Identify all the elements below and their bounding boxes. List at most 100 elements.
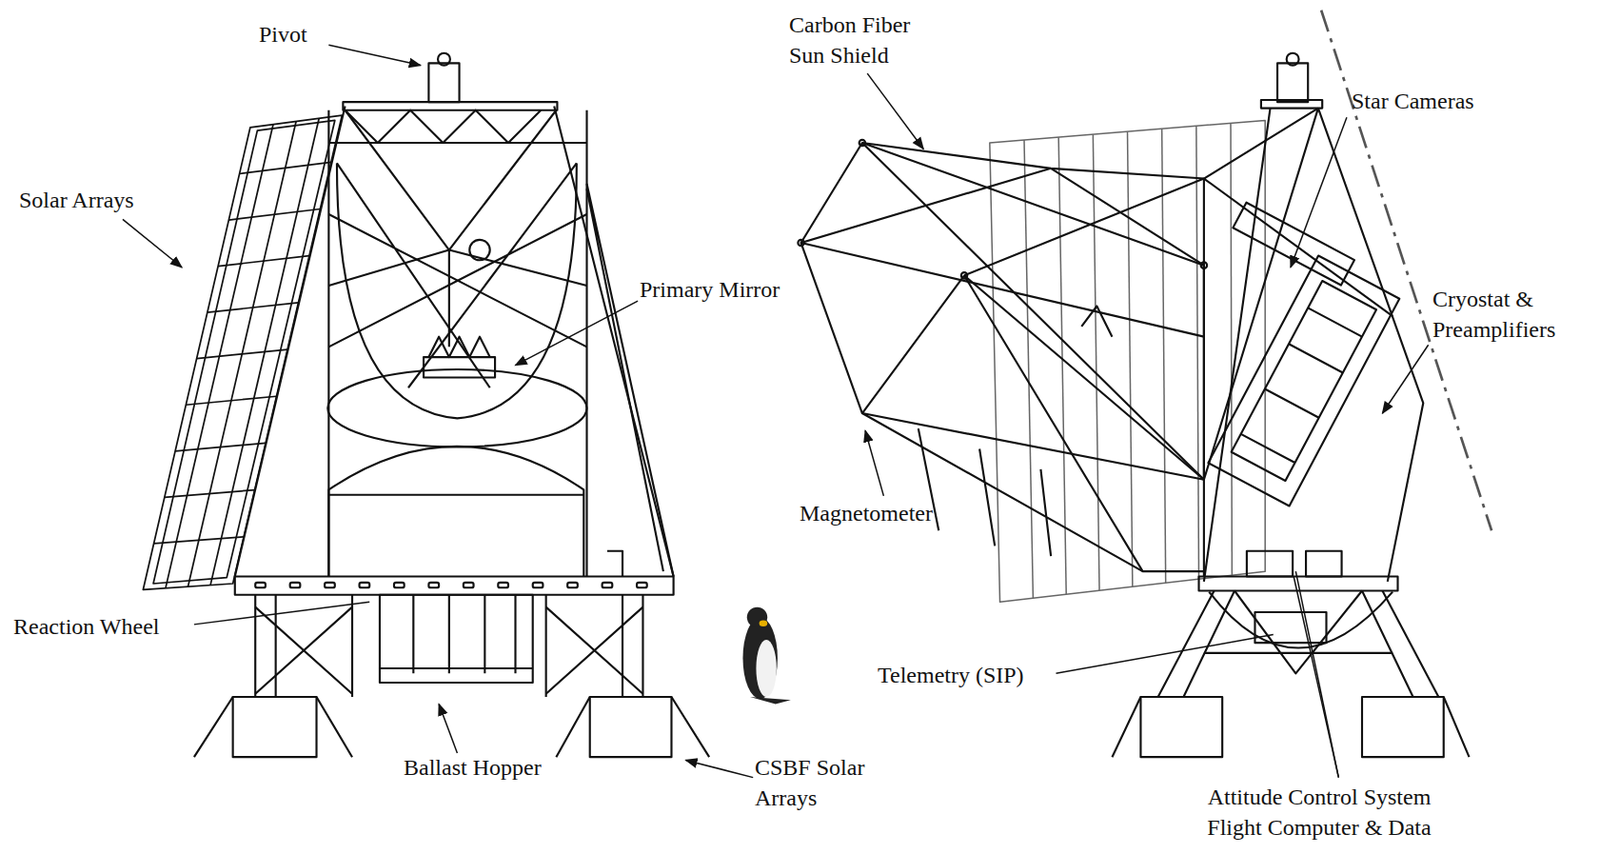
leader-lines-part: [438, 703, 457, 752]
leader-lines-part: [685, 759, 753, 777]
left-platform-part-part: [533, 582, 544, 588]
sun-shield-part: [961, 272, 968, 278]
sun-shield: [797, 139, 1207, 572]
right-solar-array-part-part: [1127, 131, 1133, 587]
left-platform-part-part: [497, 582, 509, 588]
right-solar-array-part-part: [1092, 134, 1100, 591]
telescope-assembly-part: [1081, 306, 1112, 337]
leader-lines-part: [1382, 344, 1428, 414]
telescope-assembly: [1081, 202, 1400, 507]
right-platform-part: [1208, 592, 1393, 649]
part-label: Star Cameras: [1351, 85, 1475, 117]
left-legs-part: [255, 594, 643, 697]
left-cryostat-housing-part: [607, 551, 623, 577]
left-gondola-frame-part: [437, 53, 451, 66]
primary-mirror: [327, 162, 587, 447]
left-platform-part-part: [255, 582, 266, 588]
part-label: Reaction Wheel: [13, 611, 160, 642]
right-platform-part: [1254, 612, 1326, 643]
csbf-solar-arrays-part: [590, 696, 672, 757]
right-csbf-boxes: [1111, 696, 1469, 757]
left-gondola-frame-part: [342, 101, 557, 111]
part-label: CSBF Solar Arrays: [754, 751, 898, 813]
part-label: Carbon Fiber Sun Shield: [789, 9, 932, 71]
left-gondola-frame-part: [328, 110, 587, 577]
penguin-figure-part: [759, 620, 769, 627]
left-platform-part-part: [428, 582, 439, 588]
right-solar-array-part-part: [1230, 122, 1232, 575]
leader-lines-part: [194, 601, 370, 625]
left-solar-array-part-part: [210, 118, 319, 585]
left-cryostat-housing-part: [328, 446, 584, 577]
right-platform-part: [1158, 591, 1440, 697]
part-label: Pivot: [258, 19, 308, 50]
right-gondola-frame-part: [1277, 62, 1308, 102]
left-solar-array-part: [153, 119, 336, 584]
left-cryostat-housing: [328, 446, 623, 577]
left-legs-part: [379, 594, 534, 683]
part-label: Primary Mirror: [639, 274, 780, 305]
penguin-figure-part: [755, 639, 776, 697]
left-solar-array-part: [154, 118, 332, 589]
csbf-solar-arrays-part: [194, 696, 710, 757]
primary-mirror-part: [423, 356, 495, 377]
left-platform-part-part: [359, 582, 371, 588]
part-label: Cryostat & Preamplifiers: [1432, 283, 1590, 345]
leader-lines-part: [515, 300, 639, 366]
left-solar-array-part-part: [165, 124, 274, 589]
left-cryostat-housing-part: [328, 493, 584, 496]
left-platform-part-part: [290, 582, 301, 588]
left-gondola-frame-part: [428, 62, 459, 102]
left-platform-part-part: [602, 582, 613, 588]
axis-line: [1321, 10, 1492, 532]
right-gondola-frame-part: [1203, 178, 1205, 577]
leader-lines-part: [1290, 117, 1347, 268]
right-solar-array-part-part: [1196, 125, 1200, 579]
left-gondola-frame-part: [235, 105, 674, 576]
right-platform-part: [1305, 551, 1343, 577]
left-gondola-frame-part: [345, 110, 558, 143]
penguin-figure-part: [750, 696, 791, 705]
left-platform-part-part: [324, 582, 336, 588]
right-gondola-frame-part: [1204, 108, 1423, 582]
left-legs-part: [352, 594, 547, 697]
left-platform-part-part: [636, 582, 648, 588]
leader-lines-part: [1293, 576, 1339, 778]
penguin-figure: [742, 607, 791, 705]
right-platform-part: [1246, 551, 1293, 577]
right-csbf-boxes-part: [1111, 696, 1469, 757]
primary-mirror-part: [327, 369, 587, 447]
left-platform-part: [235, 576, 674, 595]
left-gondola-frame-part: [328, 110, 587, 348]
right-gondola-frame: [1204, 53, 1423, 582]
primary-mirror-part: [336, 162, 577, 418]
left-solar-array-part: [142, 115, 342, 590]
left-platform-part-part: [463, 582, 475, 588]
part-label: Solar Arrays: [19, 184, 135, 216]
right-csbf-boxes-part: [1362, 696, 1444, 757]
right-solar-array-part: [1024, 122, 1232, 598]
left-platform: [235, 576, 674, 595]
leader-lines: [122, 44, 1429, 777]
sun-shield-part: [797, 239, 804, 246]
leader-lines-part: [865, 430, 884, 496]
leader-lines-part: [328, 44, 420, 65]
telescope-assembly-part-part: [1241, 307, 1363, 463]
left-solar-array-part-part: [187, 121, 297, 588]
right-gondola-frame-part: [1261, 99, 1323, 109]
sun-shield-part: [862, 413, 1205, 572]
leader-lines-part: [867, 73, 924, 149]
leader-lines-part: [1055, 634, 1273, 674]
left-legs: [255, 594, 643, 697]
primary-mirror-part: [428, 336, 490, 357]
penguin-figure-part: [747, 607, 768, 628]
left-legs-part: [413, 594, 515, 674]
left-legs-part: [379, 667, 534, 670]
csbf-solar-arrays: [194, 696, 710, 757]
telescope-assembly-part: [1232, 202, 1355, 286]
telescope-assembly-part-part: [1207, 256, 1400, 507]
left-platform-part-part: [394, 582, 405, 588]
right-csbf-boxes-part: [1140, 696, 1223, 757]
